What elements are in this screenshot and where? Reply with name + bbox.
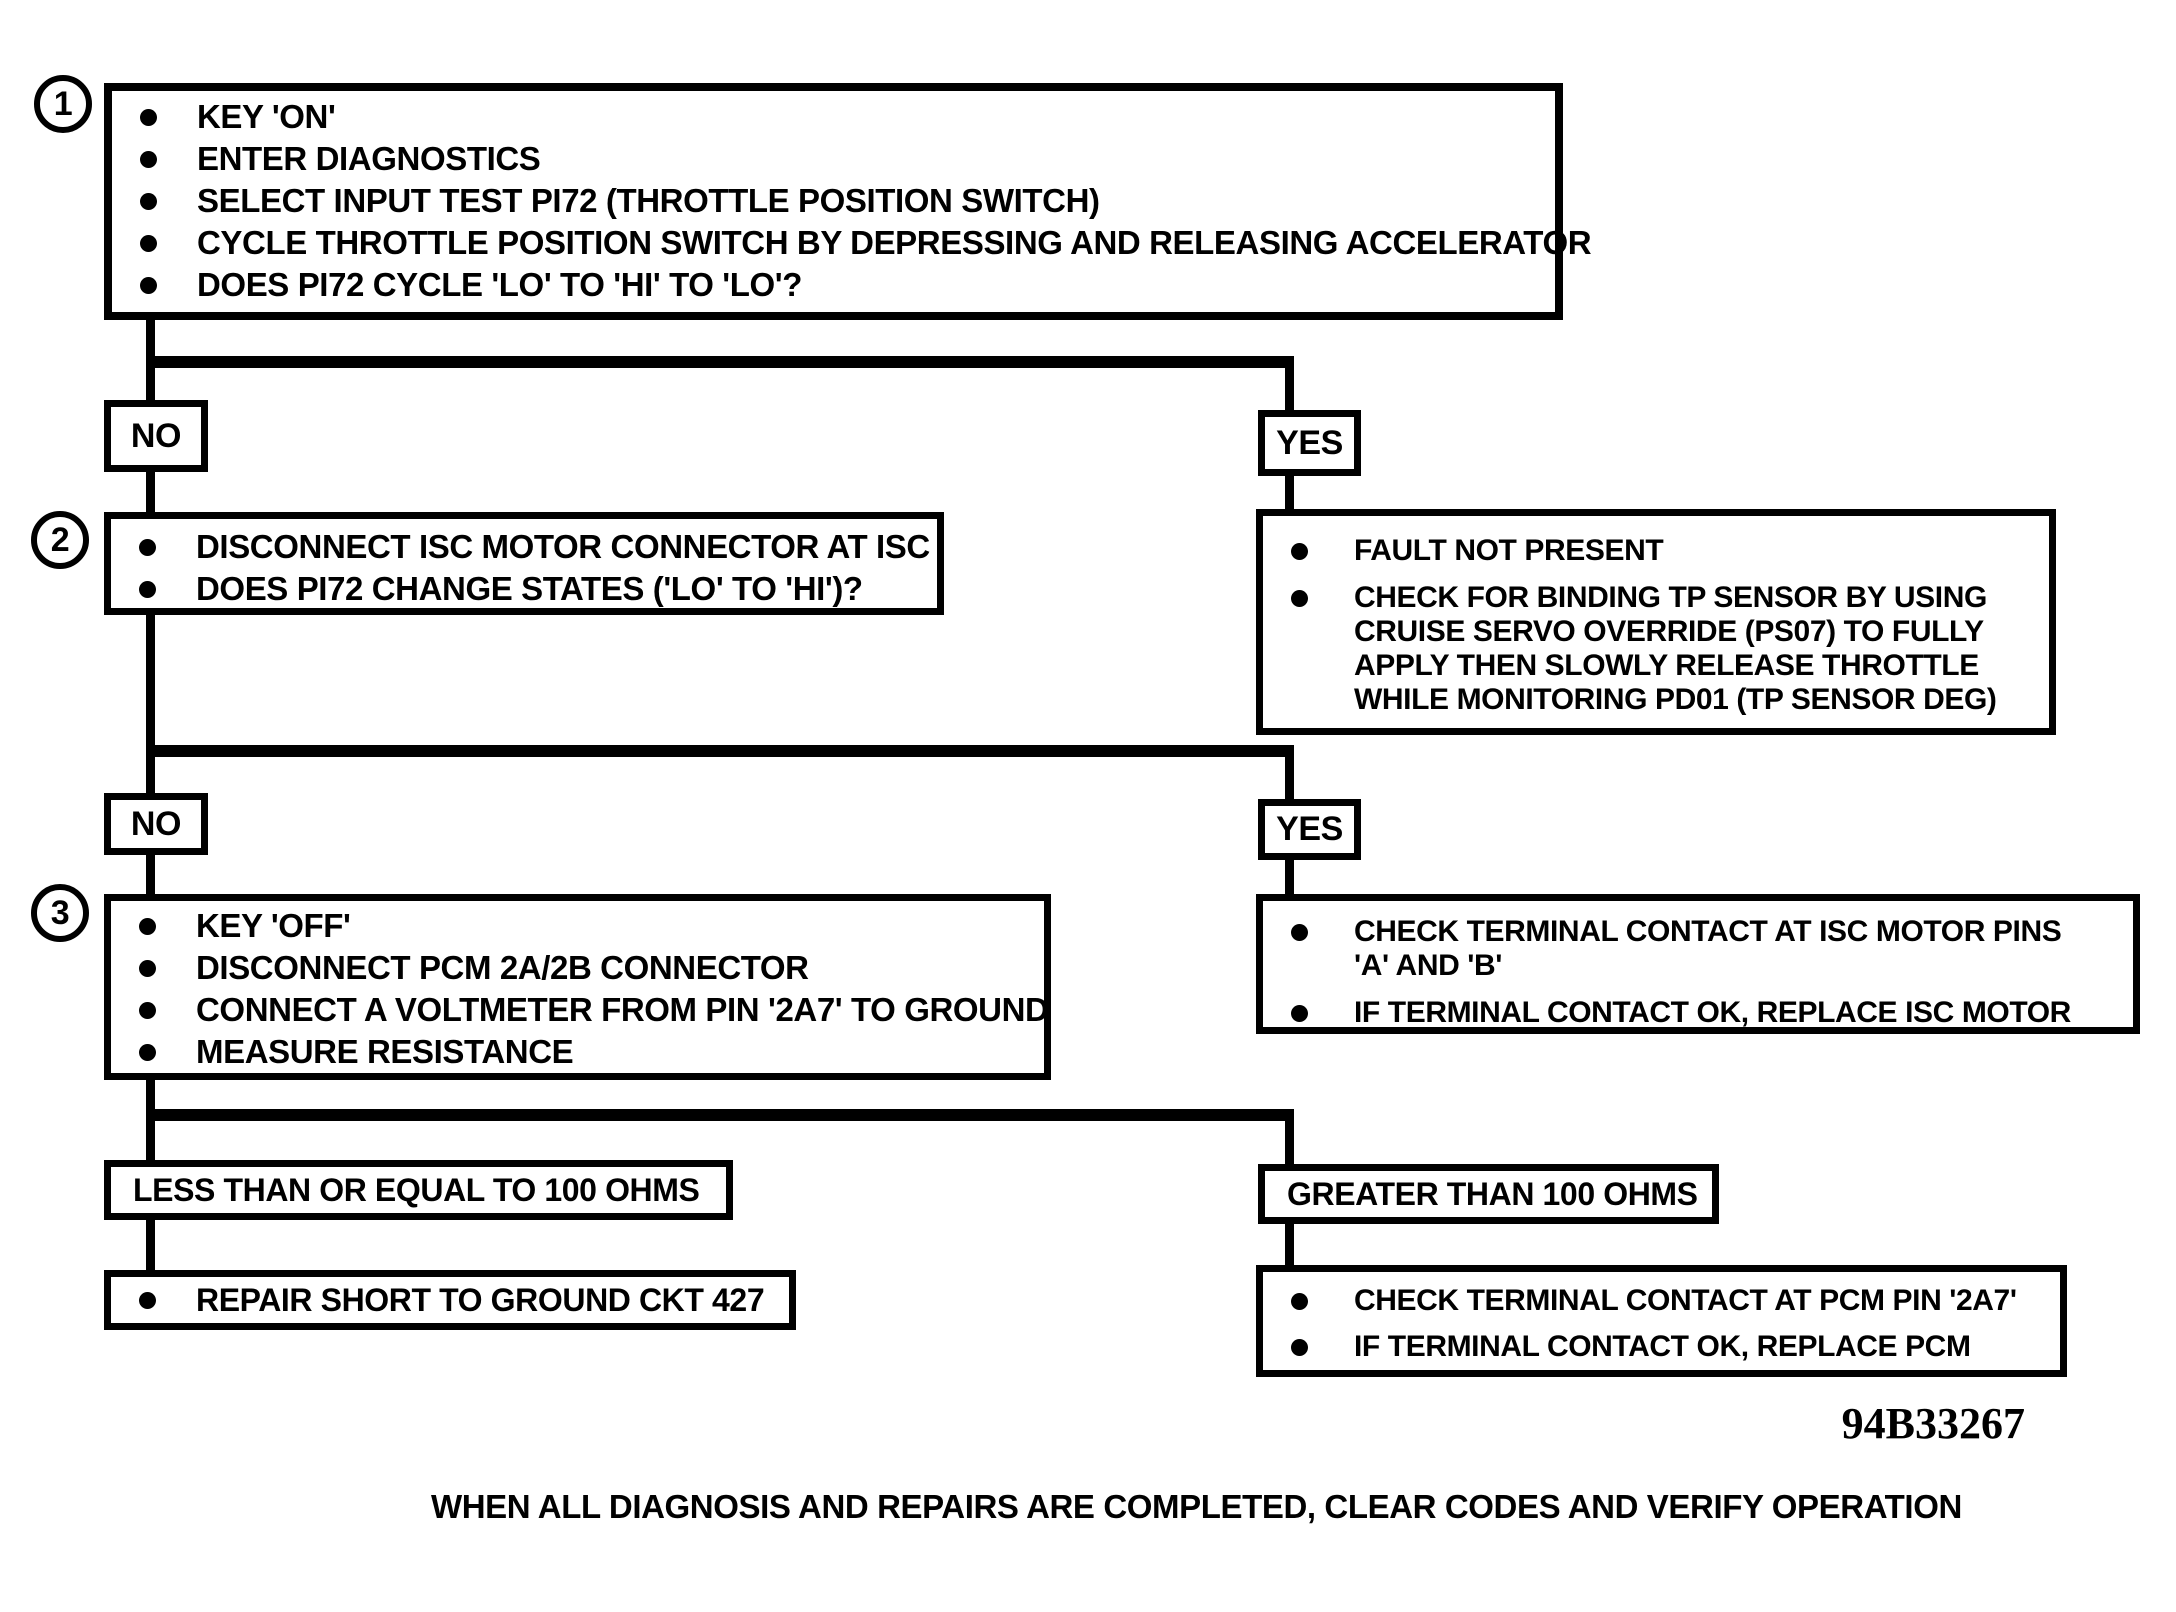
result-row: IF TERMINAL CONTACT OK, REPLACE ISC MOTO… [1263, 996, 2133, 1030]
result-text: IF TERMINAL CONTACT OK, REPLACE ISC MOTO… [1354, 996, 2071, 1029]
bullet-icon [140, 235, 157, 252]
instruction-row: SELECT INPUT TEST PI72 (THROTTLE POSITIO… [112, 180, 1555, 222]
bullet-icon [139, 1044, 156, 1061]
instruction-text: DOES PI72 CYCLE 'LO' TO 'HI' TO 'LO'? [197, 266, 802, 303]
bullet-icon [140, 109, 157, 126]
instruction-row: CONNECT A VOLTMETER FROM PIN '2A7' TO GR… [111, 989, 1049, 1031]
instruction-row: DOES PI72 CHANGE STATES ('LO' TO 'HI')? [111, 568, 937, 610]
decision-yes-2-box: YES [1258, 799, 1361, 860]
instruction-text: DISCONNECT PCM 2A/2B CONNECTOR [196, 949, 809, 986]
result-text: WHILE MONITORING PD01 (TP SENSOR DEG) [1354, 683, 1997, 716]
decision-no-2-box: NO [104, 793, 208, 855]
result-isc-motor-box: CHECK TERMINAL CONTACT AT ISC MOTOR PINS… [1256, 894, 2140, 1034]
bullet-icon [1291, 1339, 1308, 1356]
bullet-icon [140, 277, 157, 294]
connector-line [146, 1109, 1294, 1121]
figure-code: 94B33267 [1841, 1399, 2025, 1448]
instruction-text: DOES PI72 CHANGE STATES ('LO' TO 'HI')? [196, 570, 863, 607]
decision-label: NO [130, 416, 182, 455]
bullet-icon [140, 151, 157, 168]
connector-line [146, 468, 155, 516]
connector-line [1285, 745, 1294, 803]
result-row: CHECK TERMINAL CONTACT AT ISC MOTOR PINS… [1263, 915, 2133, 983]
decision-label: YES [1276, 423, 1343, 462]
instruction-text: ENTER DIAGNOSTICS [197, 140, 541, 177]
instruction-row: MEASURE RESISTANCE [111, 1031, 1044, 1073]
bullet-icon [139, 539, 156, 556]
connector-line [1285, 472, 1294, 514]
condition-text: GREATER THAN 100 OHMS [1287, 1176, 1698, 1212]
condition-less-equal-100-ohms-box: LESS THAN OR EQUAL TO 100 OHMS [104, 1160, 733, 1220]
condition-text: LESS THAN OR EQUAL TO 100 OHMS [133, 1172, 700, 1208]
result-text: CHECK FOR BINDING TP SENSOR BY USING [1354, 581, 1987, 614]
instruction-text: CYCLE THROTTLE POSITION SWITCH BY DEPRES… [197, 224, 1592, 261]
connector-line [1285, 1109, 1294, 1167]
instruction-text: CONNECT A VOLTMETER FROM PIN '2A7' TO GR… [196, 991, 1049, 1028]
result-row: CHECK FOR BINDING TP SENSOR BY USING CRU… [1263, 581, 2049, 717]
decision-yes-1-box: YES [1258, 410, 1361, 476]
instruction-row: ENTER DIAGNOSTICS [112, 138, 1555, 180]
connector-line [1285, 1220, 1294, 1268]
bullet-icon [1291, 924, 1308, 941]
step-2-number-badge: 2 [31, 511, 89, 569]
connector-line [1285, 856, 1294, 898]
instruction-text: DISCONNECT ISC MOTOR CONNECTOR AT ISC [196, 528, 930, 565]
result-text: CRUISE SERVO OVERRIDE (PS07) TO FULLY [1354, 615, 1984, 648]
step-2-box: DISCONNECT ISC MOTOR CONNECTOR AT ISC DO… [104, 512, 944, 615]
connector-line [146, 745, 1294, 757]
result-text: CHECK TERMINAL CONTACT AT ISC MOTOR PINS [1354, 915, 2062, 948]
step-3-number-badge: 3 [31, 884, 89, 942]
bullet-icon [139, 581, 156, 598]
result-repair-short-box: REPAIR SHORT TO GROUND CKT 427 [104, 1270, 796, 1330]
result-text: IF TERMINAL CONTACT OK, REPLACE PCM [1354, 1330, 1971, 1363]
bullet-icon [140, 193, 157, 210]
result-text: APPLY THEN SLOWLY RELEASE THROTTLE [1354, 649, 1979, 682]
condition-greater-100-ohms-box: GREATER THAN 100 OHMS [1258, 1164, 1719, 1224]
step-number: 3 [50, 893, 70, 932]
instruction-text: SELECT INPUT TEST PI72 (THROTTLE POSITIO… [197, 182, 1100, 219]
step-number: 1 [53, 84, 73, 123]
result-text: REPAIR SHORT TO GROUND CKT 427 [196, 1282, 765, 1318]
result-replace-pcm-box: CHECK TERMINAL CONTACT AT PCM PIN '2A7' … [1256, 1265, 2067, 1377]
result-row: FAULT NOT PRESENT [1263, 534, 2049, 568]
step-1-number-badge: 1 [34, 75, 92, 133]
step-1-box: KEY 'ON' ENTER DIAGNOSTICS SELECT INPUT … [104, 83, 1592, 320]
footer-note: WHEN ALL DIAGNOSIS AND REPAIRS ARE COMPL… [431, 1488, 1962, 1525]
bullet-icon [139, 1002, 156, 1019]
step-3-box: KEY 'OFF' DISCONNECT PCM 2A/2B CONNECTOR… [104, 894, 1051, 1080]
bullet-icon [1291, 590, 1308, 607]
decision-label: YES [1276, 810, 1343, 848]
connector-line [1285, 356, 1294, 414]
bullet-icon [1291, 543, 1308, 560]
instruction-row: CYCLE THROTTLE POSITION SWITCH BY DEPRES… [112, 222, 1592, 264]
bullet-icon [139, 1292, 156, 1309]
instruction-text: MEASURE RESISTANCE [196, 1033, 574, 1070]
result-row: REPAIR SHORT TO GROUND CKT 427 [111, 1279, 789, 1321]
connector-line [146, 356, 1294, 368]
result-text: FAULT NOT PRESENT [1354, 534, 1664, 567]
result-row: IF TERMINAL CONTACT OK, REPLACE PCM [1263, 1326, 2060, 1368]
instruction-row: DISCONNECT ISC MOTOR CONNECTOR AT ISC [111, 526, 937, 568]
step-number: 2 [50, 520, 70, 559]
bullet-icon [139, 960, 156, 977]
instruction-row: DISCONNECT PCM 2A/2B CONNECTOR [111, 947, 1044, 989]
instruction-text: KEY 'OFF' [196, 907, 351, 944]
connector-line [146, 610, 155, 796]
result-text: 'A' AND 'B' [1354, 949, 1503, 982]
connector-line [146, 851, 155, 899]
instruction-row: KEY 'ON' [112, 96, 1555, 138]
decision-no-1-box: NO [104, 400, 208, 472]
bullet-icon [1291, 1005, 1308, 1022]
result-row: CHECK TERMINAL CONTACT AT PCM PIN '2A7' [1263, 1280, 2060, 1322]
instruction-row: KEY 'OFF' [111, 905, 1044, 947]
instruction-text: KEY 'ON' [197, 98, 336, 135]
instruction-row: DOES PI72 CYCLE 'LO' TO 'HI' TO 'LO'? [112, 264, 1555, 306]
result-fault-not-present-box: FAULT NOT PRESENT CHECK FOR BINDING TP S… [1256, 509, 2056, 735]
bullet-icon [1291, 1293, 1308, 1310]
bullet-icon [139, 918, 156, 935]
result-text: CHECK TERMINAL CONTACT AT PCM PIN '2A7' [1354, 1284, 2017, 1317]
connector-line [146, 1216, 155, 1274]
decision-label: NO [130, 804, 182, 843]
